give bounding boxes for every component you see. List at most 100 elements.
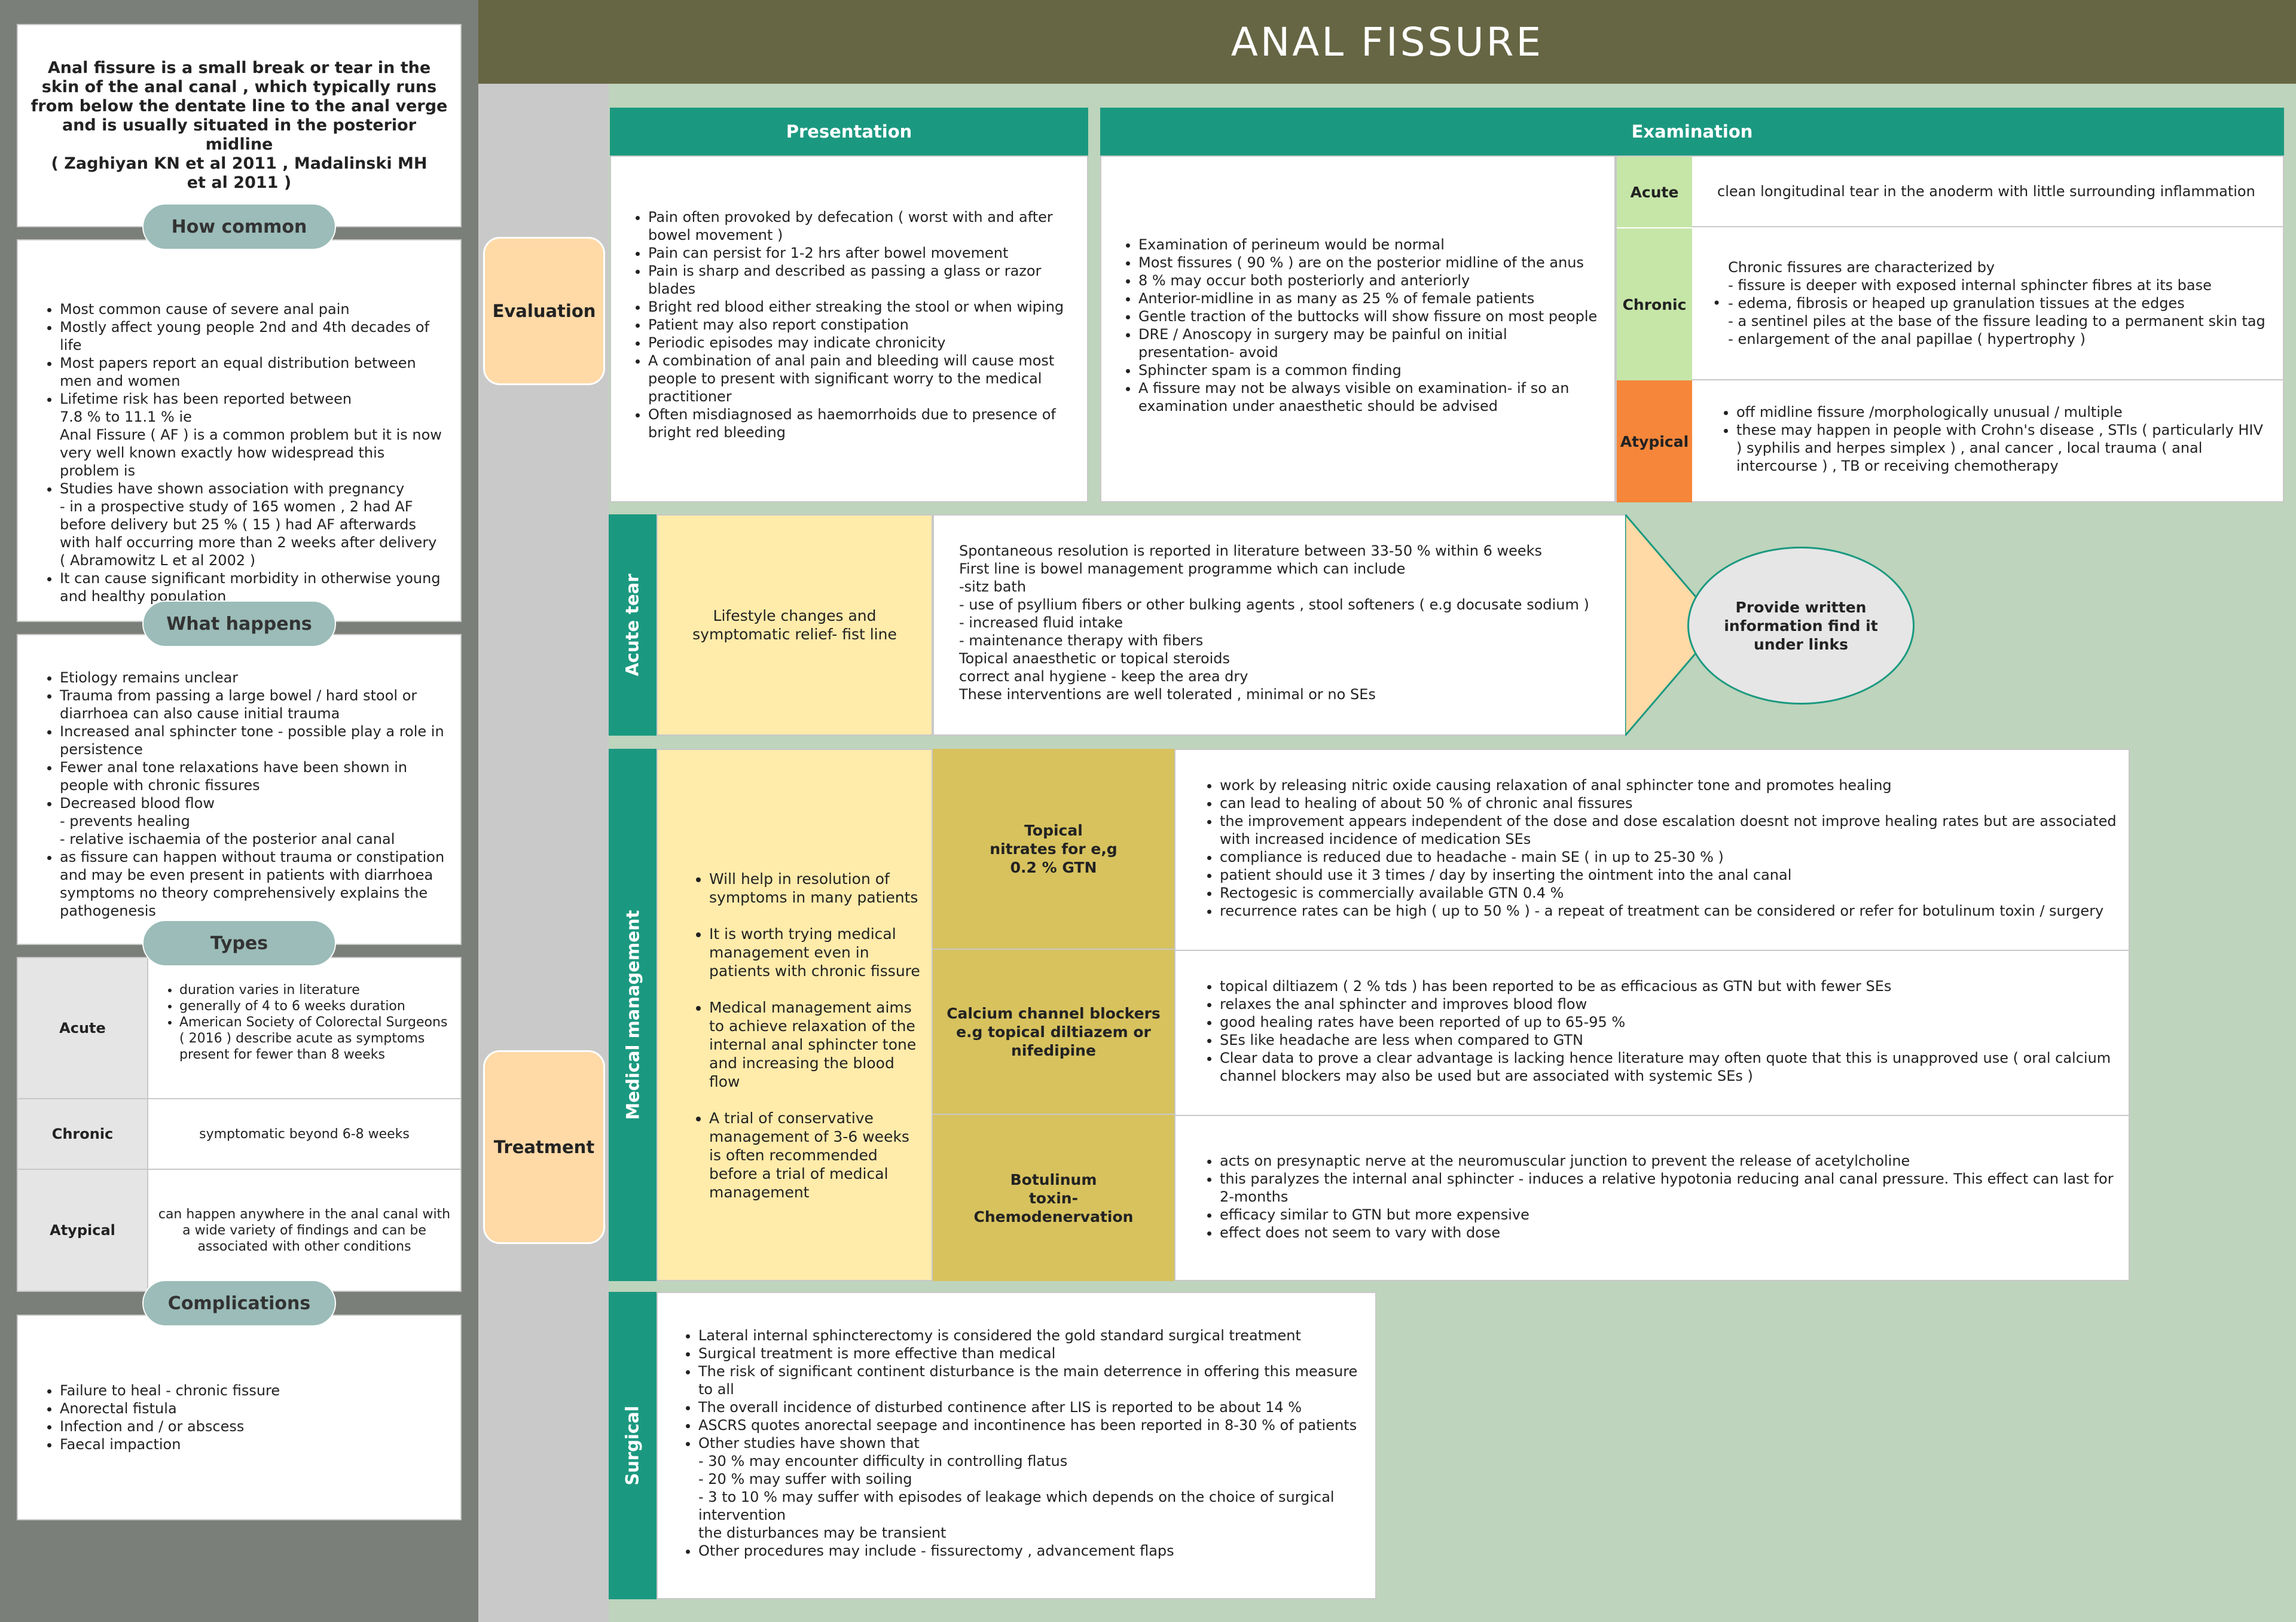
list-item: Often misdiagnosed as haemorrhoids due t… <box>648 406 1073 441</box>
treatment-box: Treatment <box>483 1050 605 1244</box>
acute-tear-summary: Lifestyle changes and symptomatic relief… <box>657 514 933 736</box>
examination-list: Examination of perineum would be normalM… <box>1125 236 1600 415</box>
how-common-pill: How common <box>142 203 336 250</box>
list-item: Infection and / or abscess <box>60 1417 446 1435</box>
list-item: A fissure may not be always visible on e… <box>1138 379 1600 415</box>
list-item: effect does not seem to vary with dose <box>1220 1224 2117 1242</box>
types-pill: Types <box>142 920 336 967</box>
list-item: this paralyzes the internal anal sphinct… <box>1220 1170 2117 1206</box>
list-item: SEs like headache are less when compared… <box>1220 1031 2117 1049</box>
how-common-list: Most common cause of severe anal painMos… <box>47 300 446 605</box>
list-item: A combination of anal pain and bleeding … <box>648 352 1073 406</box>
list-item: Medical management aims to achieve relax… <box>709 998 923 1091</box>
examination-header: Examination <box>1100 108 2284 156</box>
how-common-card: Most common cause of severe anal painMos… <box>17 239 462 622</box>
list-item: Sphincter spam is a common finding <box>1138 361 1600 379</box>
types-atypical-text: can happen anywhere in the anal canal wi… <box>158 1206 451 1254</box>
types-row-acute: Acute duration varies in literaturegener… <box>18 958 460 1099</box>
list-item: Studies have shown association with preg… <box>60 480 446 569</box>
list-item: Pain often provoked by defecation ( wors… <box>648 208 1073 244</box>
list-item: efficacy similar to GTN but more expensi… <box>1220 1206 2117 1224</box>
list-item: Rectogesic is commercially available GTN… <box>1220 884 2117 902</box>
complications-list: Failure to heal - chronic fissureAnorect… <box>47 1382 446 1453</box>
list-item: Anorectal fistula <box>60 1400 446 1417</box>
list-item: Anterior-midline in as many as 25 % of f… <box>1138 289 1600 307</box>
list-item: Etiology remains unclear <box>60 669 446 687</box>
page-title: ANAL FISSURE <box>478 0 2296 84</box>
types-row-chronic: Chronic symptomatic beyond 6-8 weeks <box>18 1099 460 1170</box>
acute-tear-details: Spontaneous resolution is reported in li… <box>933 514 1628 736</box>
list-item: Clear data to prove a clear advantage is… <box>1220 1049 2117 1085</box>
presentation-header: Presentation <box>610 108 1088 156</box>
list-item: Increased anal sphincter tone - possible… <box>60 722 446 758</box>
exam-acute-label: Acute <box>1617 157 1692 227</box>
list-item: can lead to healing of about 50 % of chr… <box>1220 794 2117 812</box>
list-item: Will help in resolution of symptoms in m… <box>709 870 923 907</box>
list-item: Faecal impaction <box>60 1435 446 1453</box>
ccb-list: topical diltiazem ( 2 % tds ) has been r… <box>1207 977 2117 1085</box>
list-item: relaxes the anal sphincter and improves … <box>1220 995 2117 1013</box>
medical-management-label: Medical management <box>622 910 643 1120</box>
types-acute-text: duration varies in literaturegenerally o… <box>148 958 460 1098</box>
list-item: off midline fissure /morphologically unu… <box>1736 403 2272 421</box>
what-happens-list: Etiology remains unclearTrauma from pass… <box>47 669 446 920</box>
list-item: Failure to heal - chronic fissure <box>60 1382 446 1400</box>
types-chronic-label: Chronic <box>18 1099 148 1169</box>
botox-label: Botulinum toxin- Chemodenervation <box>933 1115 1174 1281</box>
botox-details: acts on presynaptic nerve at the neuromu… <box>1176 1116 2129 1280</box>
what-happens-pill: What happens <box>142 600 336 647</box>
medical-details-card: work by releasing nitric oxide causing r… <box>1174 749 2130 1281</box>
list-item: Other studies have shown that - 30 % may… <box>698 1434 1363 1542</box>
types-card: Acute duration varies in literaturegener… <box>17 957 462 1292</box>
presentation-card: Pain often provoked by defecation ( wors… <box>610 156 1088 502</box>
list-item: Most fissures ( 90 % ) are on the poster… <box>1138 254 1600 272</box>
exam-atypical-text: off midline fissure /morphologically unu… <box>1692 380 2284 502</box>
list-item: Periodic episodes may indicate chronicit… <box>648 334 1073 352</box>
examination-card: Examination of perineum would be normalM… <box>1100 156 1616 502</box>
list-item: Most common cause of severe anal pain <box>60 300 446 318</box>
list-item: It can cause significant morbidity in ot… <box>60 569 446 605</box>
medical-options-column: Topical nitrates for e,g 0.2 % GTN Calci… <box>933 749 1174 1281</box>
presentation-list: Pain often provoked by defecation ( wors… <box>635 208 1073 441</box>
exam-atypical-list: off midline fissure /morphologically unu… <box>1723 403 2272 475</box>
ccb-label: Calcium channel blockers e.g topical dil… <box>933 950 1174 1115</box>
nitrates-list: work by releasing nitric oxide causing r… <box>1207 776 2117 920</box>
list-item: Lateral internal sphincterectomy is cons… <box>698 1327 1363 1344</box>
definition-card: Anal fissure is a small break or tear in… <box>17 24 462 227</box>
list-item: these may happen in people with Crohn's … <box>1736 421 2272 475</box>
list-item: acts on presynaptic nerve at the neuromu… <box>1220 1152 2117 1170</box>
botox-list: acts on presynaptic nerve at the neuromu… <box>1207 1152 2117 1242</box>
list-item: It is worth trying medical management ev… <box>709 925 923 980</box>
exam-acute-text: clean longitudinal tear in the anoderm w… <box>1692 157 2284 227</box>
acute-tear-tab: Acute tear <box>609 514 657 736</box>
exam-atypical-label: Atypical <box>1617 380 1692 502</box>
evaluation-box: Evaluation <box>483 237 605 385</box>
medical-summary: Will help in resolution of symptoms in m… <box>657 749 933 1281</box>
types-row-atypical: Atypical can happen anywhere in the anal… <box>18 1170 460 1291</box>
list-item: ASCRS quotes anorectal seepage and incon… <box>698 1416 1363 1434</box>
surgical-label: Surgical <box>622 1405 643 1486</box>
exam-chronic-text: •Chronic fissures are characterized by -… <box>1692 227 2284 380</box>
list-item: compliance is reduced due to headache - … <box>1220 848 2117 866</box>
types-acute-label: Acute <box>18 958 148 1098</box>
list-item: topical diltiazem ( 2 % tds ) has been r… <box>1220 977 2117 995</box>
medical-summary-list: Will help in resolution of symptoms in m… <box>696 870 923 1202</box>
nitrates-details: work by releasing nitric oxide causing r… <box>1176 750 2129 951</box>
list-item: The overall incidence of disturbed conti… <box>698 1398 1363 1416</box>
nitrates-label: Topical nitrates for e,g 0.2 % GTN <box>933 749 1174 950</box>
list-item: Pain is sharp and described as passing a… <box>648 262 1073 298</box>
types-atypical-label: Atypical <box>18 1170 148 1291</box>
list-item: Other procedures may include - fissurect… <box>698 1542 1363 1560</box>
list-item: Gentle traction of the buttocks will sho… <box>1138 307 1600 325</box>
ccb-details: topical diltiazem ( 2 % tds ) has been r… <box>1176 951 2129 1116</box>
medical-management-tab: Medical management <box>609 749 657 1281</box>
types-chronic-text: symptomatic beyond 6-8 weeks <box>199 1126 410 1142</box>
list-item: Surgical treatment is more effective tha… <box>698 1344 1363 1362</box>
complications-pill: Complications <box>142 1280 336 1327</box>
list-item: Bright red blood either streaking the st… <box>648 298 1073 316</box>
list-item: 8 % may occur both posteriorly and anter… <box>1138 272 1600 289</box>
list-item: generally of 4 to 6 weeks duration <box>179 998 452 1014</box>
list-item: Patient may also report constipation <box>648 316 1073 334</box>
list-item: A trial of conservative management of 3-… <box>709 1109 923 1202</box>
list-item: as fissure can happen without trauma or … <box>60 848 446 920</box>
